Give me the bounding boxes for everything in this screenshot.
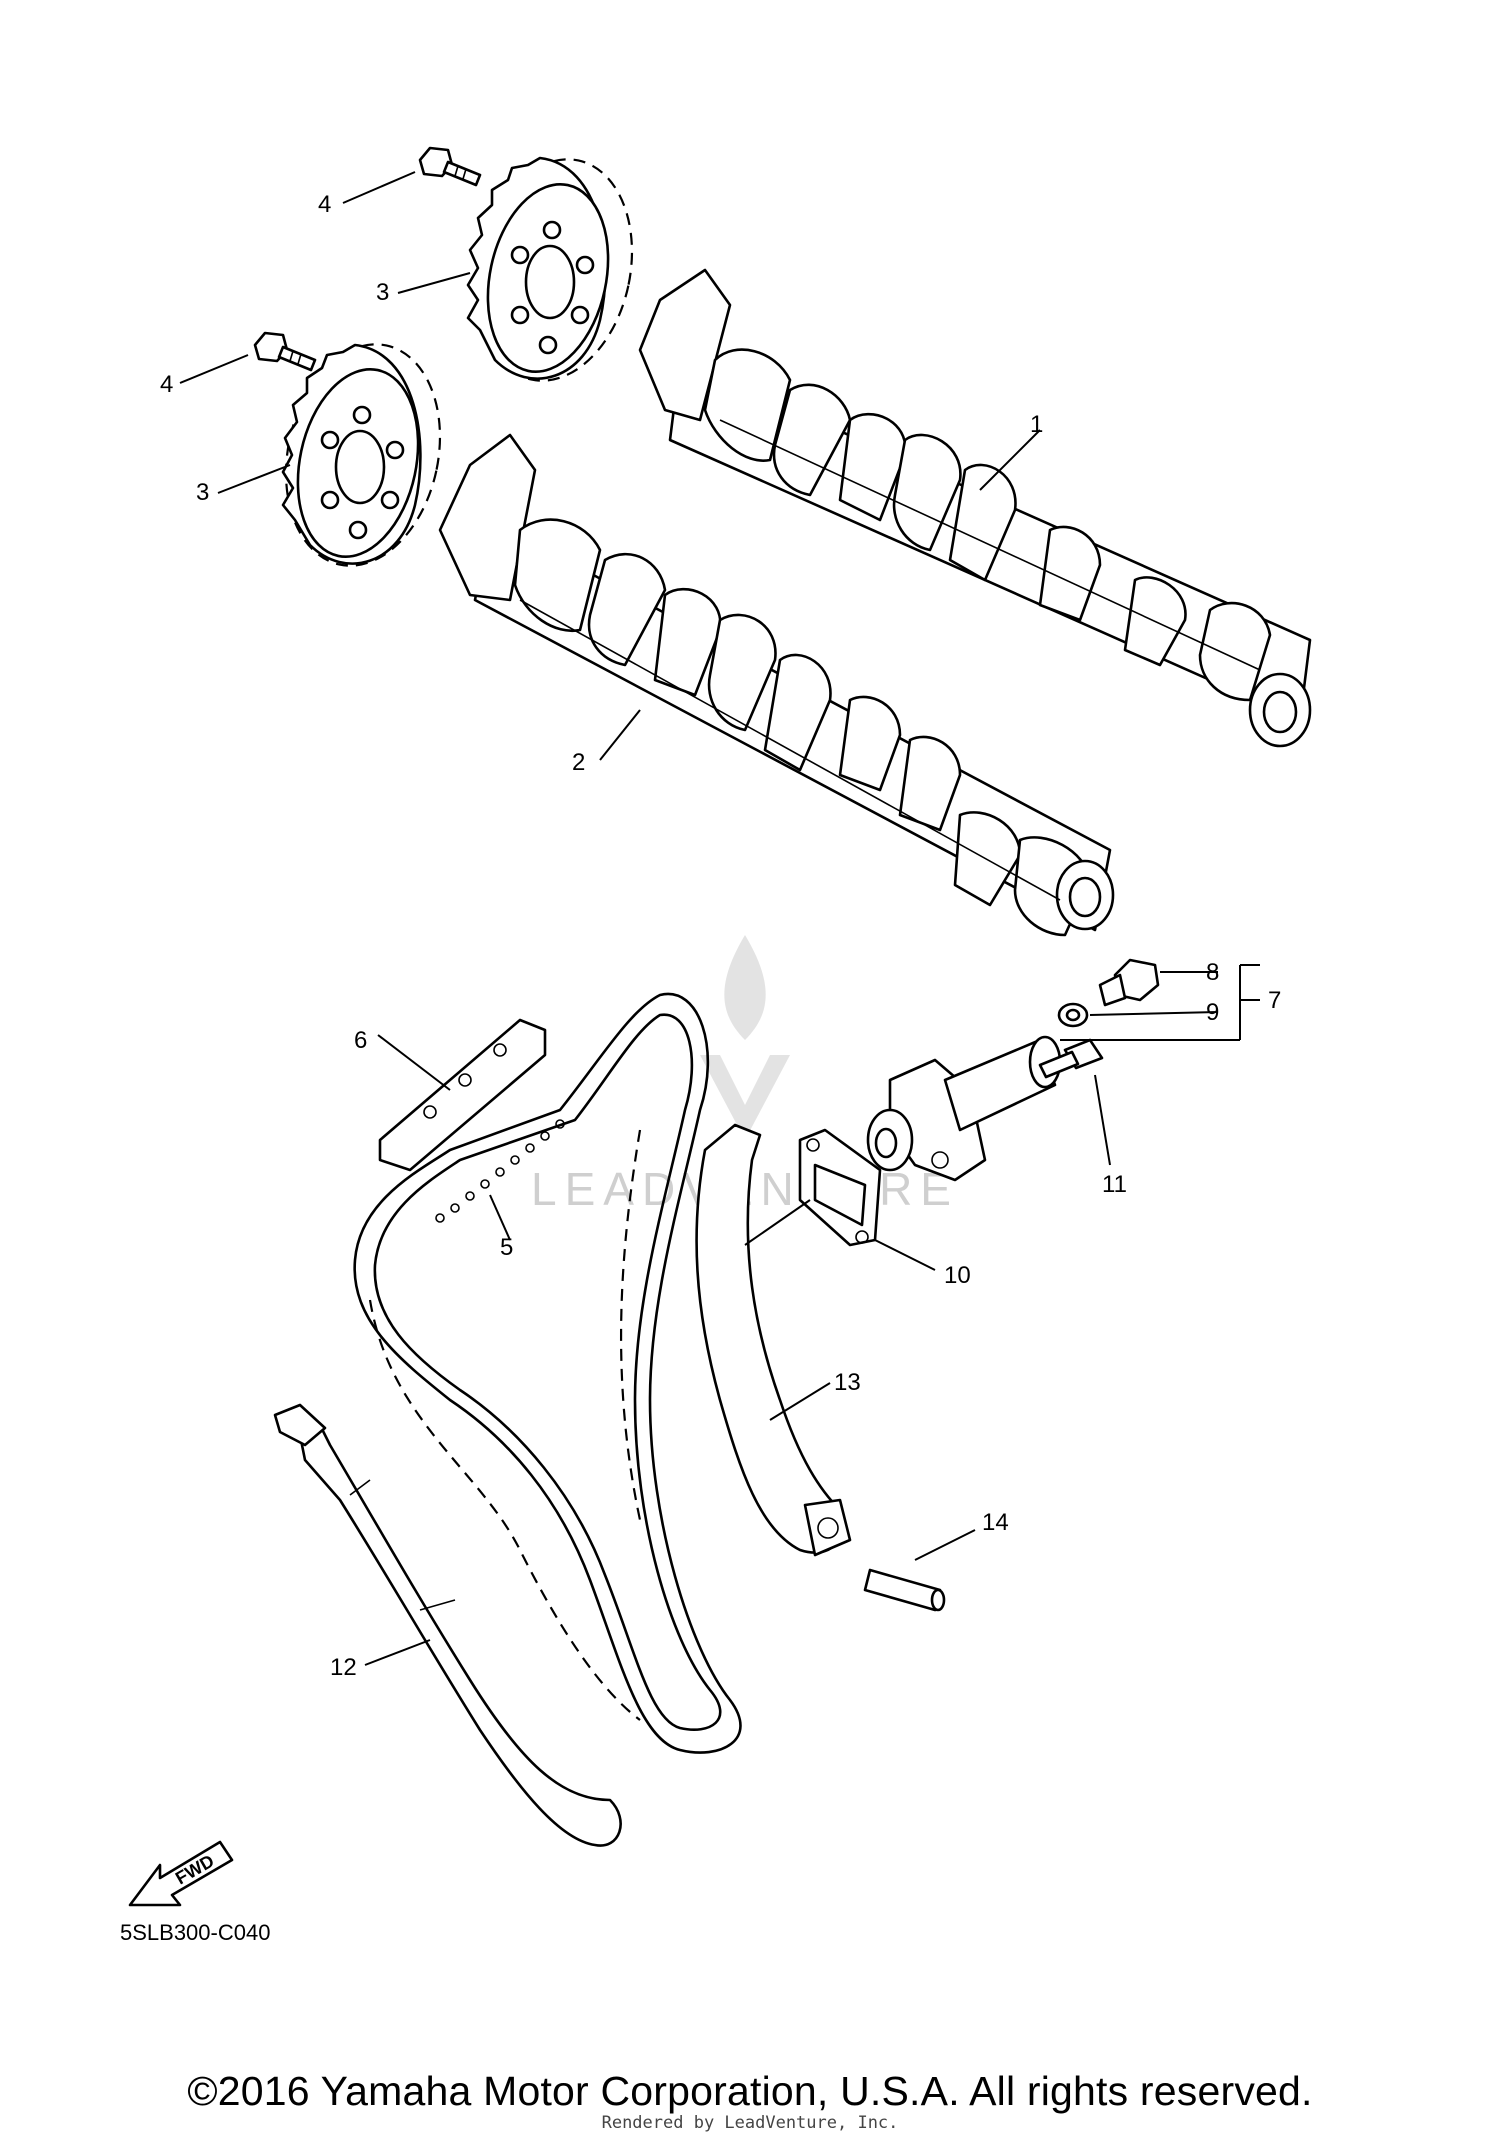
diagram-code: 5SLB300-C040 [120,1920,271,1945]
washer [1057,1002,1089,1028]
callouts: 4 3 4 3 1 2 6 5 8 9 7 11 10 13 14 12 [160,191,1281,1681]
tensioner-guide [695,1123,852,1557]
callout-11: 11 [1102,1171,1127,1198]
gasket [798,1128,882,1247]
cam-sprocket-upper [466,156,634,382]
callout-2: 2 [572,749,585,776]
bolt-lower [253,331,317,372]
chain-guide-top [378,1018,547,1172]
cam-sprocket-lower [281,343,442,567]
rendered-by-credit: Rendered by LeadVenture, Inc. [601,2113,899,2133]
callout-14: 14 [982,1509,1009,1536]
callout-3-lower: 3 [196,479,209,506]
bolt-8 [1098,958,1160,1007]
callout-1: 1 [1030,411,1043,438]
chain-guide-rear [273,1403,622,1847]
callout-6: 6 [354,1027,367,1054]
callout-13: 13 [834,1369,861,1396]
callout-12: 12 [330,1654,357,1681]
cam-chain-tensioner [866,1035,1062,1182]
callout-5: 5 [500,1234,513,1261]
callout-7: 7 [1268,987,1281,1014]
copyright-notice: ©2016 Yamaha Motor Corporation, U.S.A. A… [187,2068,1313,2114]
callout-9: 9 [1206,999,1219,1026]
bolt-11 [1038,1038,1104,1079]
callout-3-upper: 3 [376,279,389,306]
cam-chain [353,992,742,1754]
pin [863,1568,946,1612]
callout-4-lower: 4 [160,371,173,398]
fwd-arrow-icon: FWD [128,1840,234,1907]
callout-8: 8 [1206,959,1219,986]
callout-4-upper: 4 [318,191,331,218]
camshaft-2 [438,433,1115,937]
camshaft-1 [638,268,1312,748]
bolt-upper [418,146,482,187]
callout-10: 10 [944,1262,971,1289]
leader-lines [179,171,1260,1666]
